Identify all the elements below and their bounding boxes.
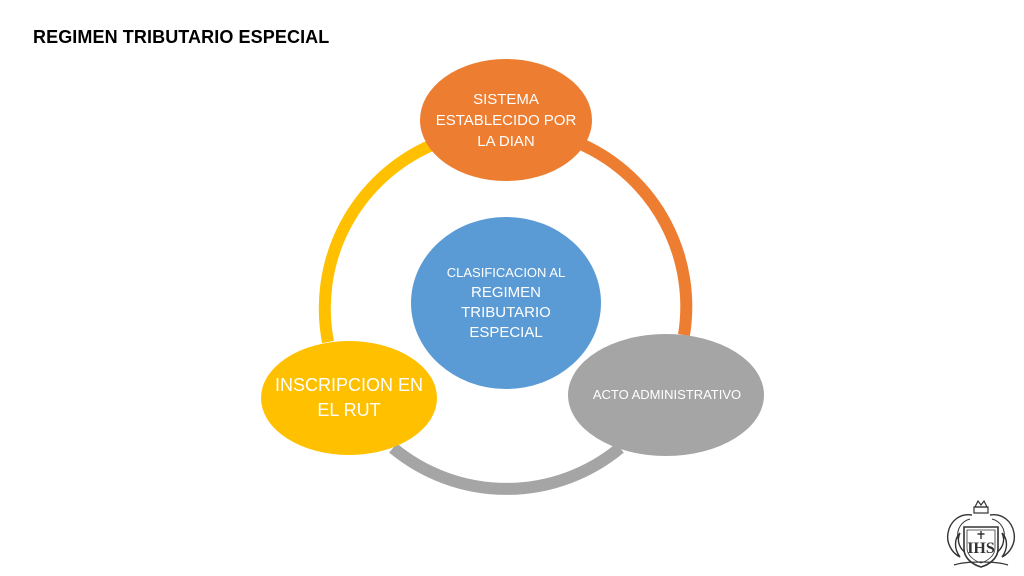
university-crest-icon: IHS: [946, 499, 1016, 568]
center-label-line1: CLASIFICACION AL: [446, 265, 566, 280]
node-left-circle: [261, 341, 437, 455]
node-right-circle: [568, 334, 764, 456]
crest-monogram: IHS: [967, 540, 995, 557]
node-top-circle: [420, 59, 592, 181]
node-right-label: ACTO ADMINISTRATIVO: [592, 387, 742, 402]
ring-segment-top-to-right: [580, 139, 693, 336]
center-label-line2: REGIMEN TRIBUTARIO ESPECIAL: [461, 284, 551, 341]
node-top-label: SISTEMA ESTABLECIDO POR LA DIAN: [435, 90, 577, 150]
center-label: CLASIFICACION AL REGIMEN TRIBUTARIO ESPE…: [425, 250, 587, 356]
slide-title: REGIMEN TRIBUTARIO ESPECIAL: [33, 27, 330, 47]
center-circle: [411, 217, 601, 389]
ring-segment-left-to-top: [318, 139, 435, 344]
node-left-label: INSCRIPCION EN EL RUT: [274, 375, 424, 420]
ring-segment-right-to-left: [389, 443, 624, 495]
